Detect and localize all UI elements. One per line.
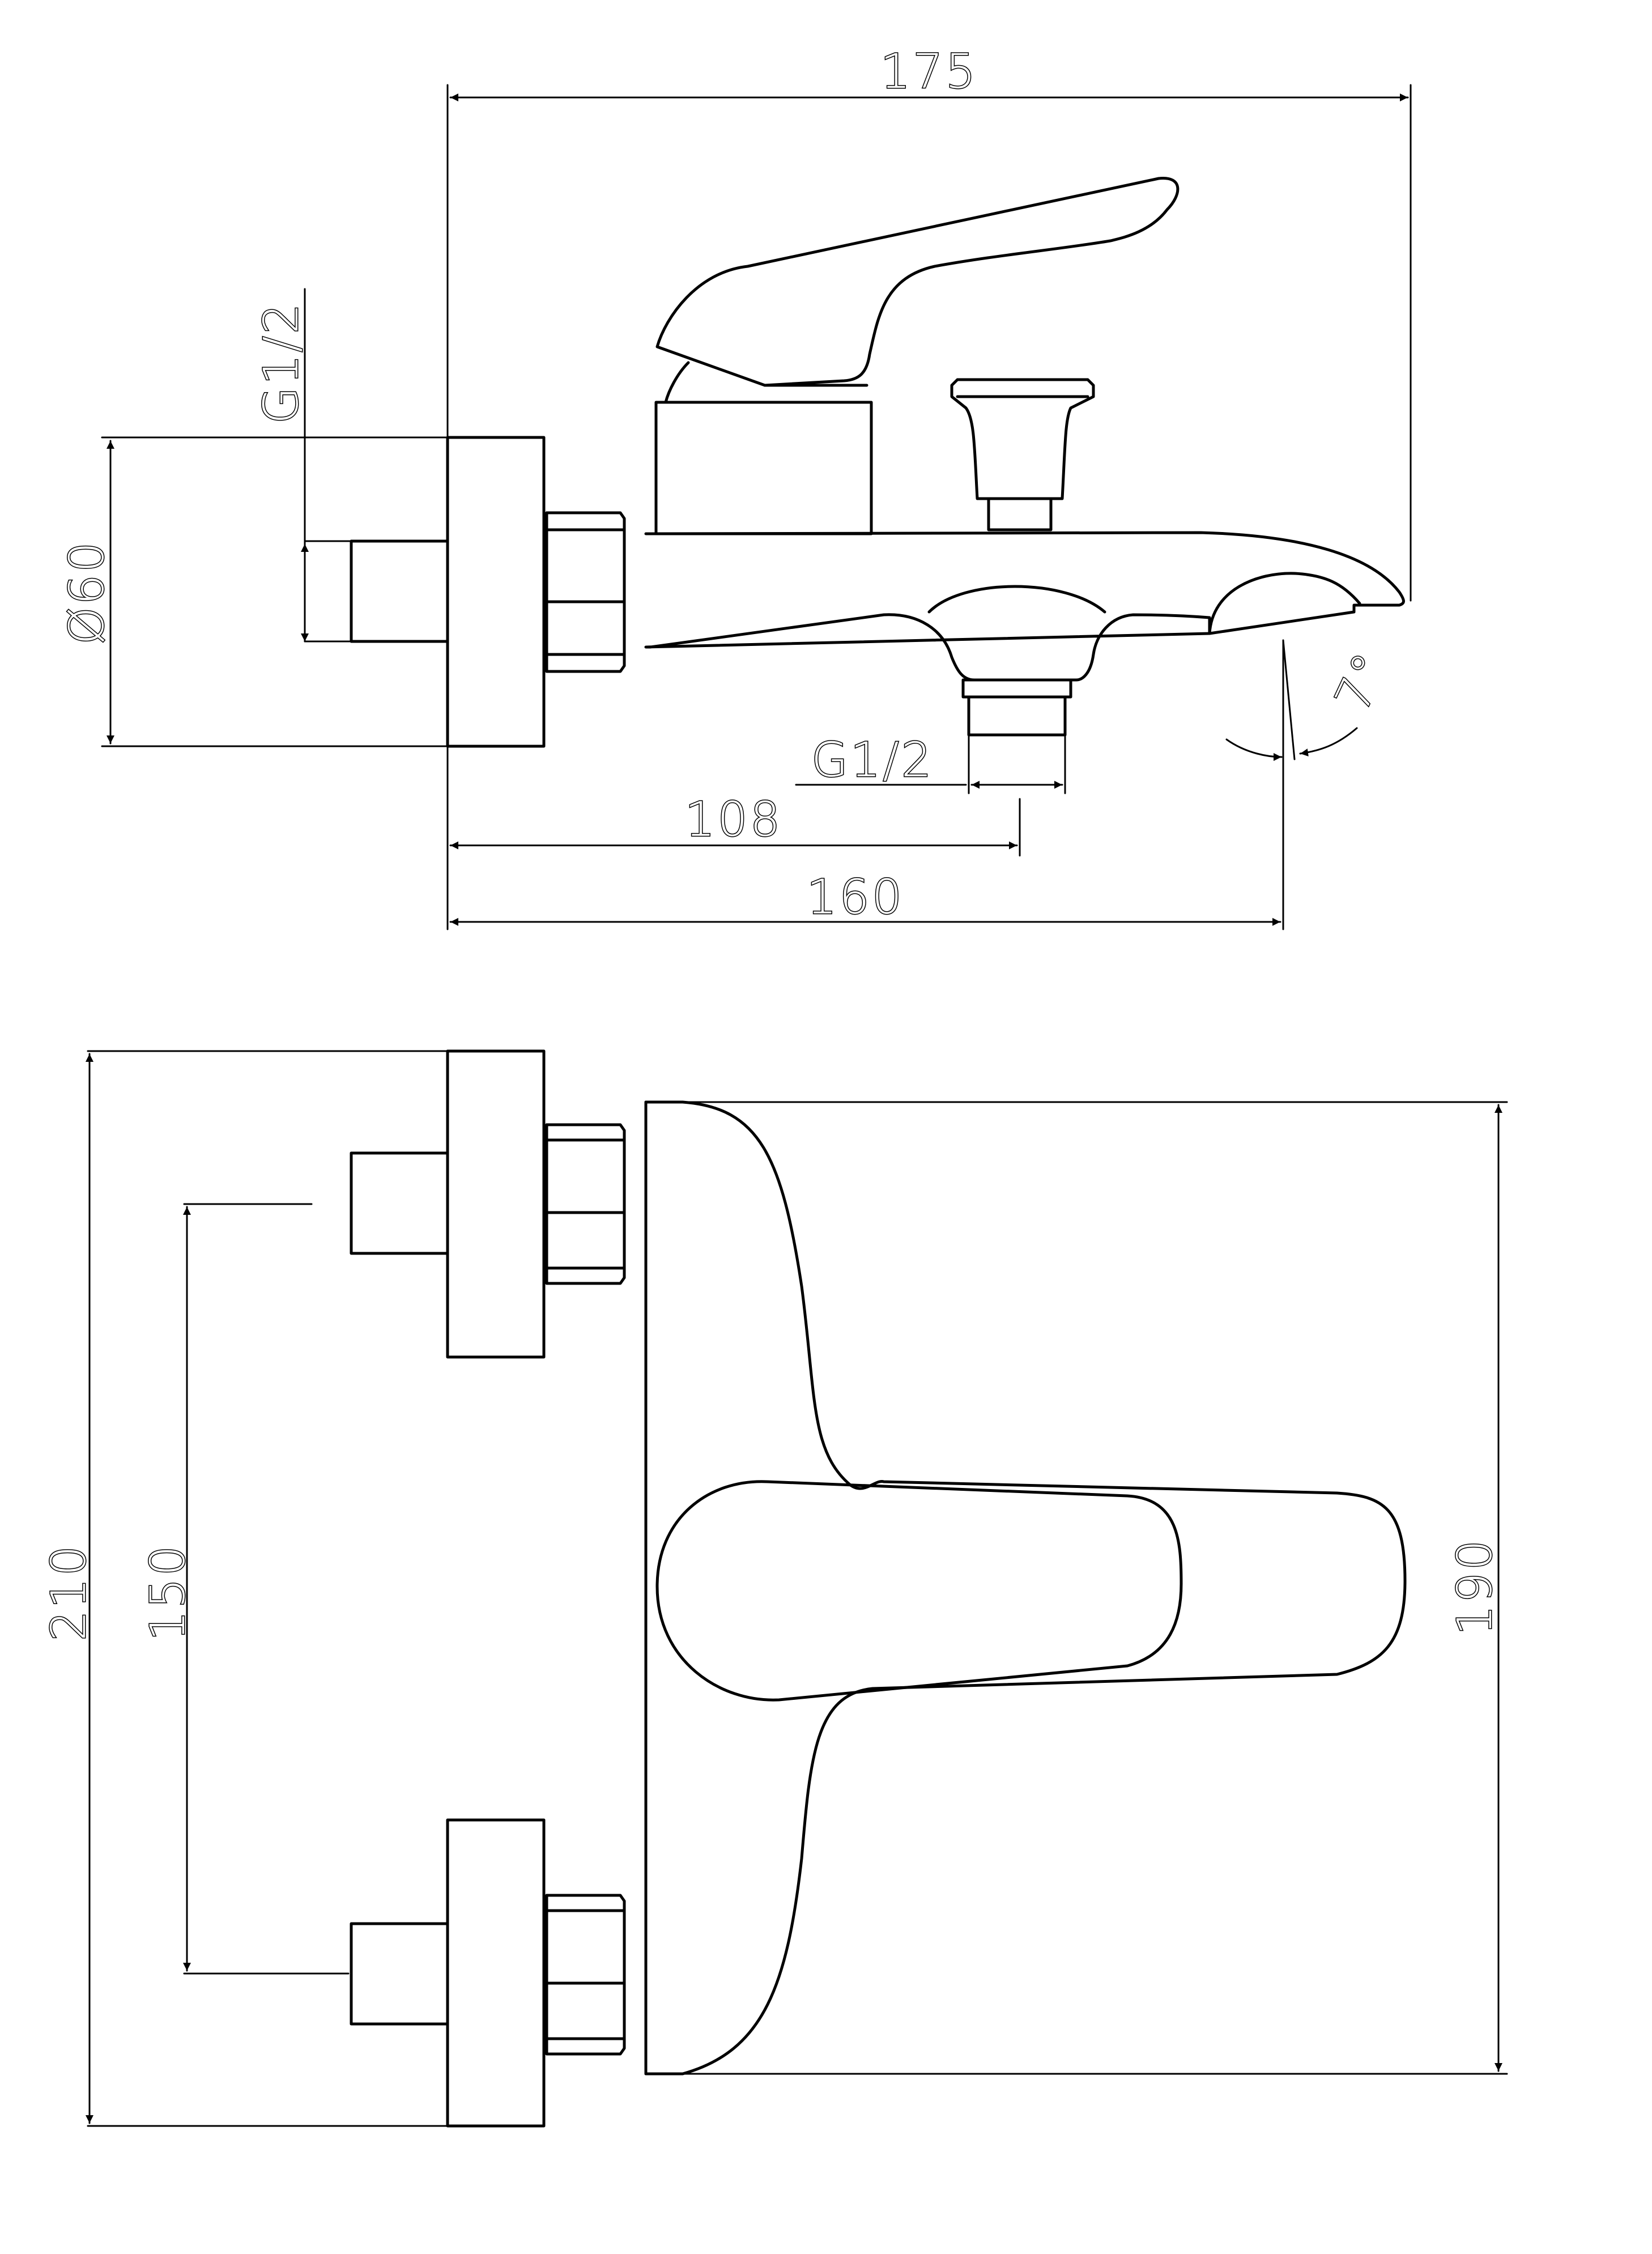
lever-top [655,1480,1183,1702]
diverter-dome [927,585,1106,614]
mixer-lever [655,177,1180,387]
dim-outlet-thread: G1/2 [795,732,1066,794]
dim-flange-diameter: Ø60 [58,436,448,747]
dim-g12-outlet-label: G1/2 [811,732,934,788]
dim-angle-label: 7° [1324,643,1399,720]
dim-spout-angle: 7° [1225,639,1400,761]
mixer-body [644,531,1405,682]
dim-108-label: 108 [685,792,782,847]
dim-spout-projection: 160 [449,639,1284,930]
dim-overall-depth: 175 [446,43,1412,602]
upper-connector [350,1049,626,1359]
dim-diameter-label: Ø60 [59,539,114,644]
outlet-thread [961,678,1072,737]
wall-flange [446,436,546,748]
dim-160-label: 160 [807,869,904,925]
dim-diverter-offset: 108 [446,745,1021,930]
dim-190-label: 190 [1447,1538,1502,1635]
inlet-stub [350,539,449,643]
dim-body-width: 190 [682,1101,1508,2075]
cartridge-housing [654,401,873,535]
top-view: 210 150 190 [40,1049,1508,2128]
dim-210-label: 210 [41,1543,96,1641]
dim-g12-inlet-label: G1/2 [253,301,309,424]
dim-overall-width: 210 [40,1050,448,2127]
side-view: 175 G1/2 Ø60 G1/2 [58,43,1412,930]
dim-150-label: 150 [140,1543,195,1641]
diverter-knob [950,378,1095,531]
dim-175-label: 175 [880,44,978,99]
dim-inlet-thread: G1/2 [253,288,352,643]
dim-inlet-centres: 150 [139,1203,350,1975]
hex-nut [545,511,626,673]
body-top-outline [644,1100,1407,2076]
lower-connector [350,1818,626,2128]
